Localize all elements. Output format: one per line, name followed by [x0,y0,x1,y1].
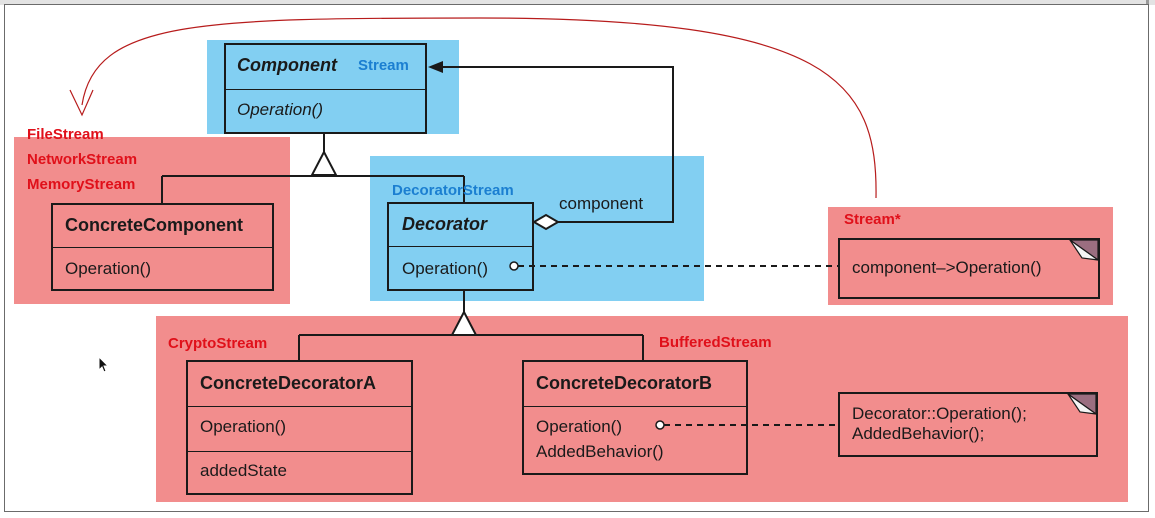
aggregation-diamond [532,213,560,231]
concrete-decorator-b-class: ConcreteDecoratorB Operation() AddedBeha… [522,360,748,475]
component-inherit-triangle [310,149,338,176]
buffered-stream-label: BufferedStream [659,334,772,351]
concrete-decorator-a-class-name: ConcreteDecoratorA [200,373,377,393]
stream-pointer-arrowhead [69,89,94,117]
concrete-component-name-section [53,205,272,248]
component-operation: Operation() [237,100,323,119]
decorator-b-note-line-1: Decorator::Operation(); [852,404,1027,423]
stream-highlight [207,40,459,134]
concrete-decorator-a-class: ConcreteDecoratorA Operation() addedStat… [186,360,413,495]
canvas-frame [4,4,1149,512]
crypto-stream-label: CryptoStream [168,335,268,352]
decorator-inherit-triangle [450,309,478,336]
memory-stream-label: MemoryStream [27,176,136,193]
stream-label: Stream [358,57,409,74]
concrete-streams-highlight [14,137,290,304]
file-stream-label: FileStream [27,126,104,143]
note-fold-icon [1068,239,1099,262]
concrete-decorator-b-behavior: AddedBehavior() [536,442,664,461]
concrete-component-operation: Operation() [65,259,151,278]
decorator-stream-label: DecoratorStream [392,182,514,199]
decorator-note: component–>Operation() [838,238,1100,299]
concrete-decorator-a-state: addedState [200,461,287,480]
concrete-decorator-a-name-section [188,362,411,407]
concrete-decorator-a-operation: Operation() [200,417,286,436]
aggregation-line [443,66,674,223]
stream-pointer-curve [81,17,877,199]
component-name-section [226,45,425,90]
decorator-b-note: Decorator::Operation(); AddedBehavior(); [838,392,1098,457]
network-stream-label: NetworkStream [27,151,138,168]
aggregation-arrowhead [428,61,443,73]
stream-pointer-highlight [828,207,1113,305]
mouse-cursor-icon [98,356,110,373]
stream-pointer-label: Stream* [844,211,901,228]
decorator-class: Decorator Operation() [387,202,534,291]
concrete-component-class-name: ConcreteComponent [65,215,244,235]
component-class-name: Component [237,55,337,75]
concrete-decorator-a-operations-section [188,407,411,452]
concrete-decorator-b-name-section [524,362,746,407]
decorator-name-section [389,204,532,247]
concrete-component-class: ConcreteComponent Operation() [51,203,274,291]
window-top-bar [0,0,1155,5]
decorator-class-name: Decorator [402,214,488,234]
decorator-stream-highlight [370,156,704,301]
decorator-operation: Operation() [402,259,488,278]
note-fold-icon [1066,393,1097,416]
concrete-decorator-b-operation: Operation() [536,417,622,436]
decorator-b-note-line-2: AddedBehavior(); [852,424,985,443]
decorator-note-text: component–>Operation() [852,258,1042,277]
concrete-decorator-b-class-name: ConcreteDecoratorB [536,373,713,393]
window-corner [1146,0,1149,5]
component-class: Component Operation() [224,43,427,134]
component-association-label: component [559,194,644,213]
